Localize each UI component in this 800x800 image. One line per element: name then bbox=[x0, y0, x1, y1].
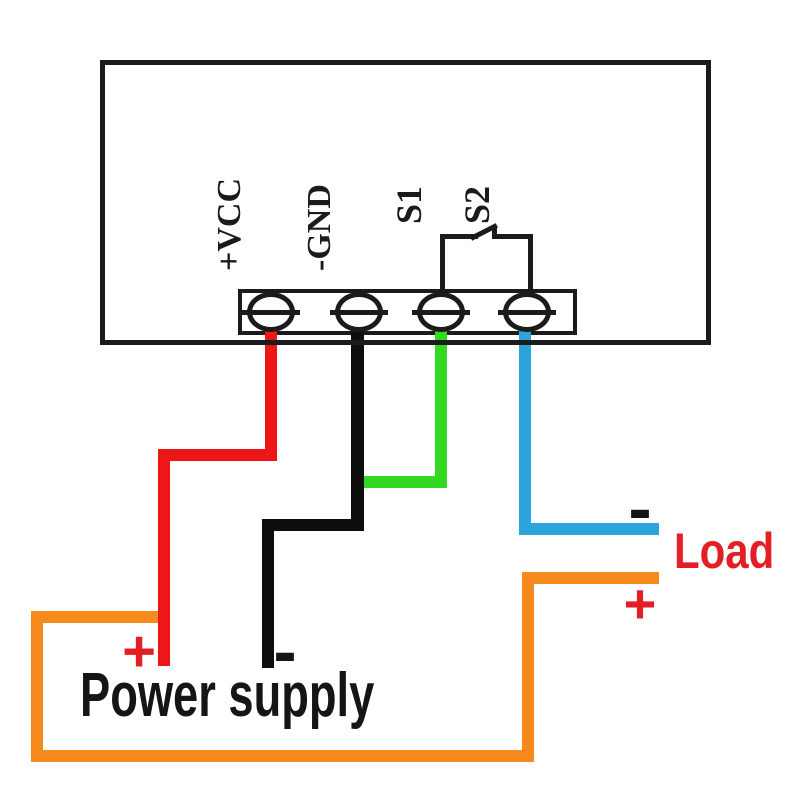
orange-wire-segment-top-left bbox=[31, 611, 170, 623]
switch-line-left bbox=[440, 234, 478, 239]
load-minus-symbol: - bbox=[628, 469, 652, 547]
switch-line-right bbox=[492, 234, 533, 239]
orange-wire-segment-top-right bbox=[522, 572, 659, 584]
black-wire-segment-lower-vertical bbox=[262, 519, 274, 668]
red-wire-segment-horizontal bbox=[158, 449, 277, 461]
s1-riser-line bbox=[440, 236, 445, 296]
power-supply-label: Power supply bbox=[80, 661, 375, 730]
blue-wire-segment-horizontal bbox=[519, 523, 659, 535]
terminal-screw-slot-s2 bbox=[498, 310, 556, 315]
power-supply-plus-symbol: + bbox=[122, 619, 156, 684]
terminal-screw-slot-s1 bbox=[412, 310, 470, 315]
load-label: Load bbox=[674, 523, 775, 579]
green-wire-segment-vertical bbox=[435, 322, 447, 488]
terminal-screw-slot-gnd bbox=[330, 310, 388, 315]
terminal-label-s1: S1 bbox=[389, 185, 429, 224]
black-wire-segment-horizontal bbox=[262, 519, 364, 531]
terminal-label-vcc: +VCC bbox=[211, 177, 248, 271]
terminal-block bbox=[238, 289, 577, 335]
black-wire-segment-upper-vertical bbox=[351, 322, 364, 531]
orange-wire-segment-bottom bbox=[31, 750, 534, 762]
blue-wire-segment-vertical bbox=[519, 322, 531, 535]
terminal-label-gnd: -GND bbox=[301, 184, 338, 271]
green-wire-segment-horizontal bbox=[353, 476, 447, 488]
orange-wire-segment-left-vertical bbox=[31, 611, 43, 762]
module-outline bbox=[100, 60, 711, 345]
load-plus-symbol: + bbox=[623, 572, 657, 635]
s2-riser-line bbox=[528, 236, 533, 296]
red-wire-segment-lower-vertical bbox=[158, 449, 170, 666]
terminal-screw-slot-vcc bbox=[242, 310, 300, 315]
power-supply-minus-symbol: - bbox=[273, 612, 297, 690]
terminal-label-s2: S2 bbox=[457, 185, 497, 224]
orange-wire-segment-right-vertical bbox=[522, 572, 534, 762]
red-wire-segment-upper-vertical bbox=[265, 322, 277, 461]
switch-contact-tick bbox=[492, 228, 497, 238]
